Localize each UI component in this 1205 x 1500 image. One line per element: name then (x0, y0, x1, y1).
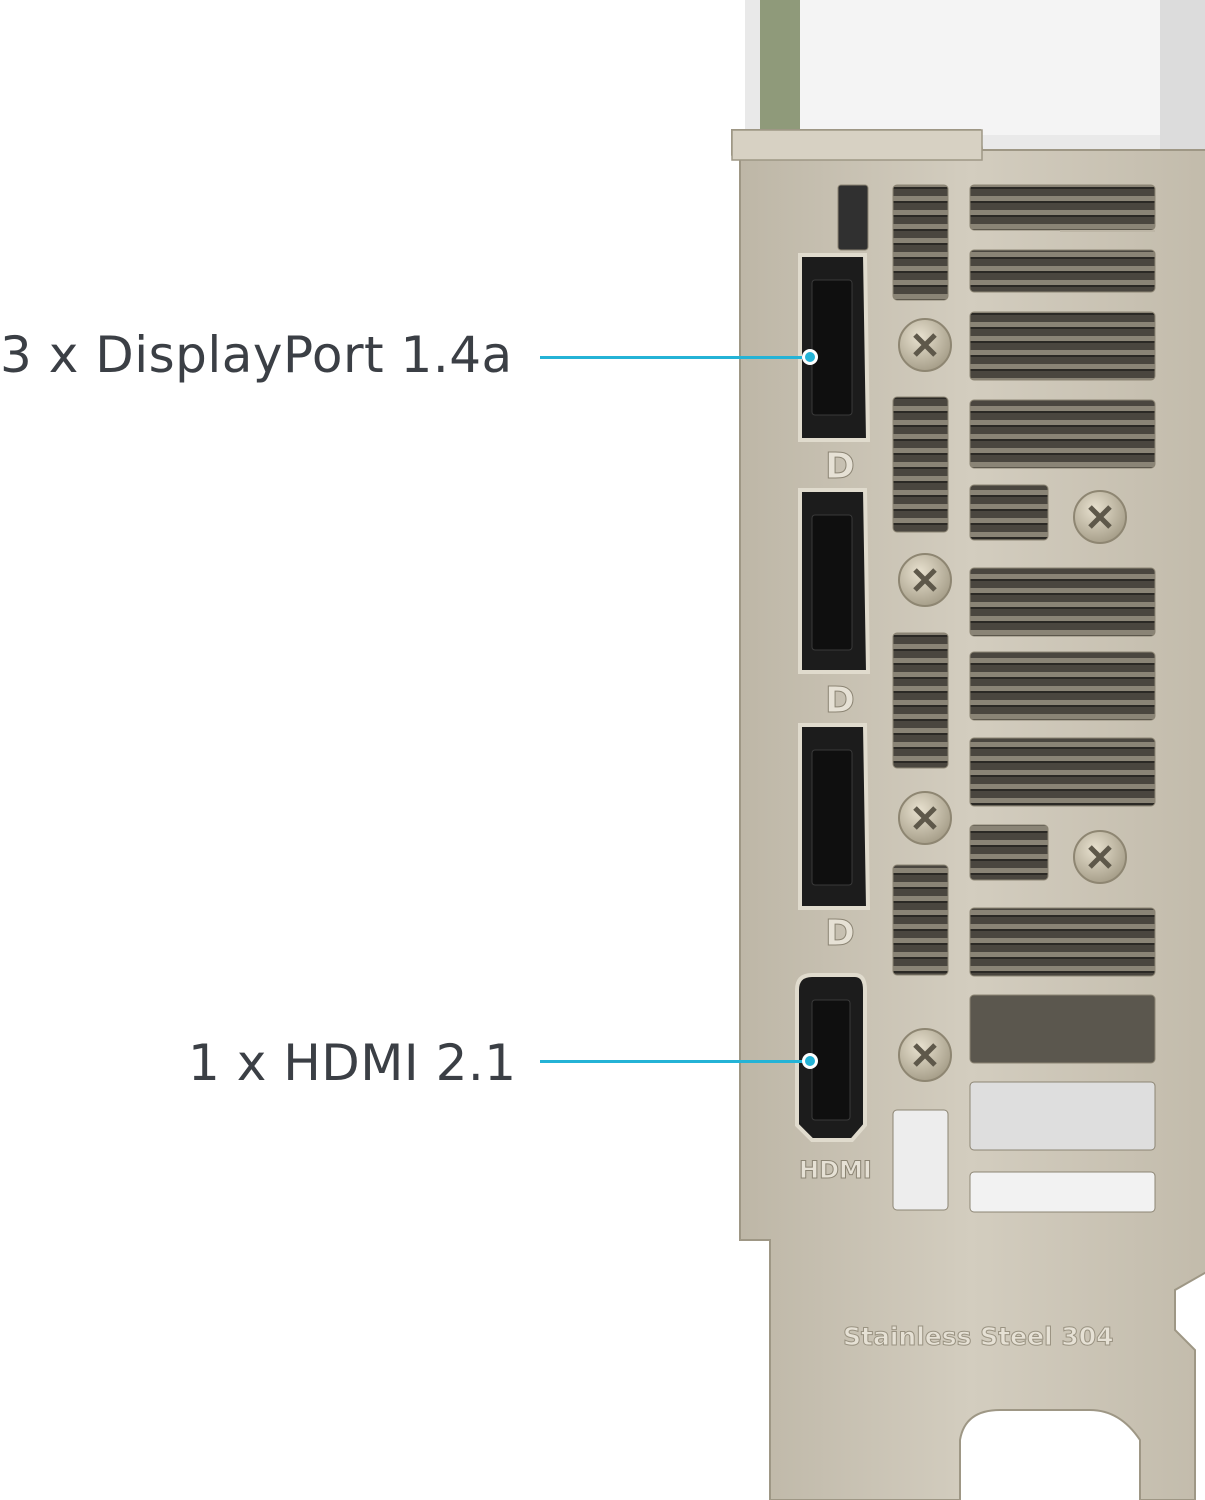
material-engraving: Stainless Steel 304 (843, 1322, 1114, 1351)
displayport-callout-label: 3 x DisplayPort 1.4a (0, 326, 513, 384)
hdmi-callout-line (540, 1060, 810, 1063)
screw-icon (898, 318, 1127, 1082)
hdmi-port-label: HDMI (799, 1156, 872, 1184)
bracket-plate (731, 129, 1205, 1500)
displayport-callout-dot (805, 352, 815, 362)
hdmi-callout-label: 1 x HDMI 2.1 (188, 1034, 517, 1092)
dp-port-label: D (825, 913, 855, 954)
displayport-port-icon (798, 253, 871, 910)
displayport-callout-line (540, 356, 810, 359)
dp-port-label: D (825, 446, 855, 487)
bracket-slot (837, 184, 869, 251)
hdmi-callout-dot (805, 1056, 815, 1066)
dp-port-label: D (825, 680, 855, 721)
vent-slot-icon (892, 184, 1156, 1213)
